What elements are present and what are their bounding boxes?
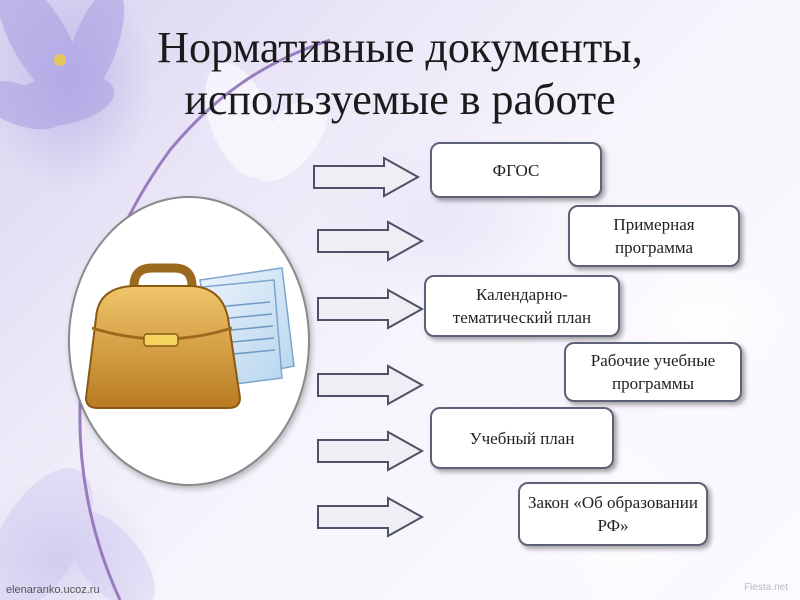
- document-box-fgos: ФГОС: [430, 142, 602, 198]
- arrow-right-icon: [317, 496, 425, 538]
- slide-title: Нормативные документы, используемые в ра…: [150, 22, 650, 126]
- title-line-2: используемые в работе: [184, 75, 616, 124]
- document-box-work-programs: Рабочие учебные программы: [564, 342, 742, 402]
- flower-background-icon: [0, 0, 328, 600]
- briefcase-illustration: [84, 263, 295, 409]
- arrow-right-icon: [313, 156, 421, 198]
- arrow-right-icon: [317, 288, 425, 330]
- watermark: Fiesta.net: [744, 582, 788, 593]
- document-box-education-law: Закон «Об образовании РФ»: [518, 482, 708, 546]
- document-box-sample-program: Примерная программа: [568, 205, 740, 267]
- arrow-right-icon: [317, 220, 425, 262]
- document-box-curriculum: Учебный план: [430, 407, 614, 469]
- arrow-right-icon: [317, 430, 425, 472]
- document-box-calendar-plan: Календарно-тематический план: [424, 275, 620, 337]
- title-line-1: Нормативные документы,: [157, 23, 643, 72]
- arrow-right-icon: [317, 364, 425, 406]
- briefcase-icon: [84, 263, 242, 409]
- source-caption: elenaranko.ucoz.ru: [6, 584, 100, 596]
